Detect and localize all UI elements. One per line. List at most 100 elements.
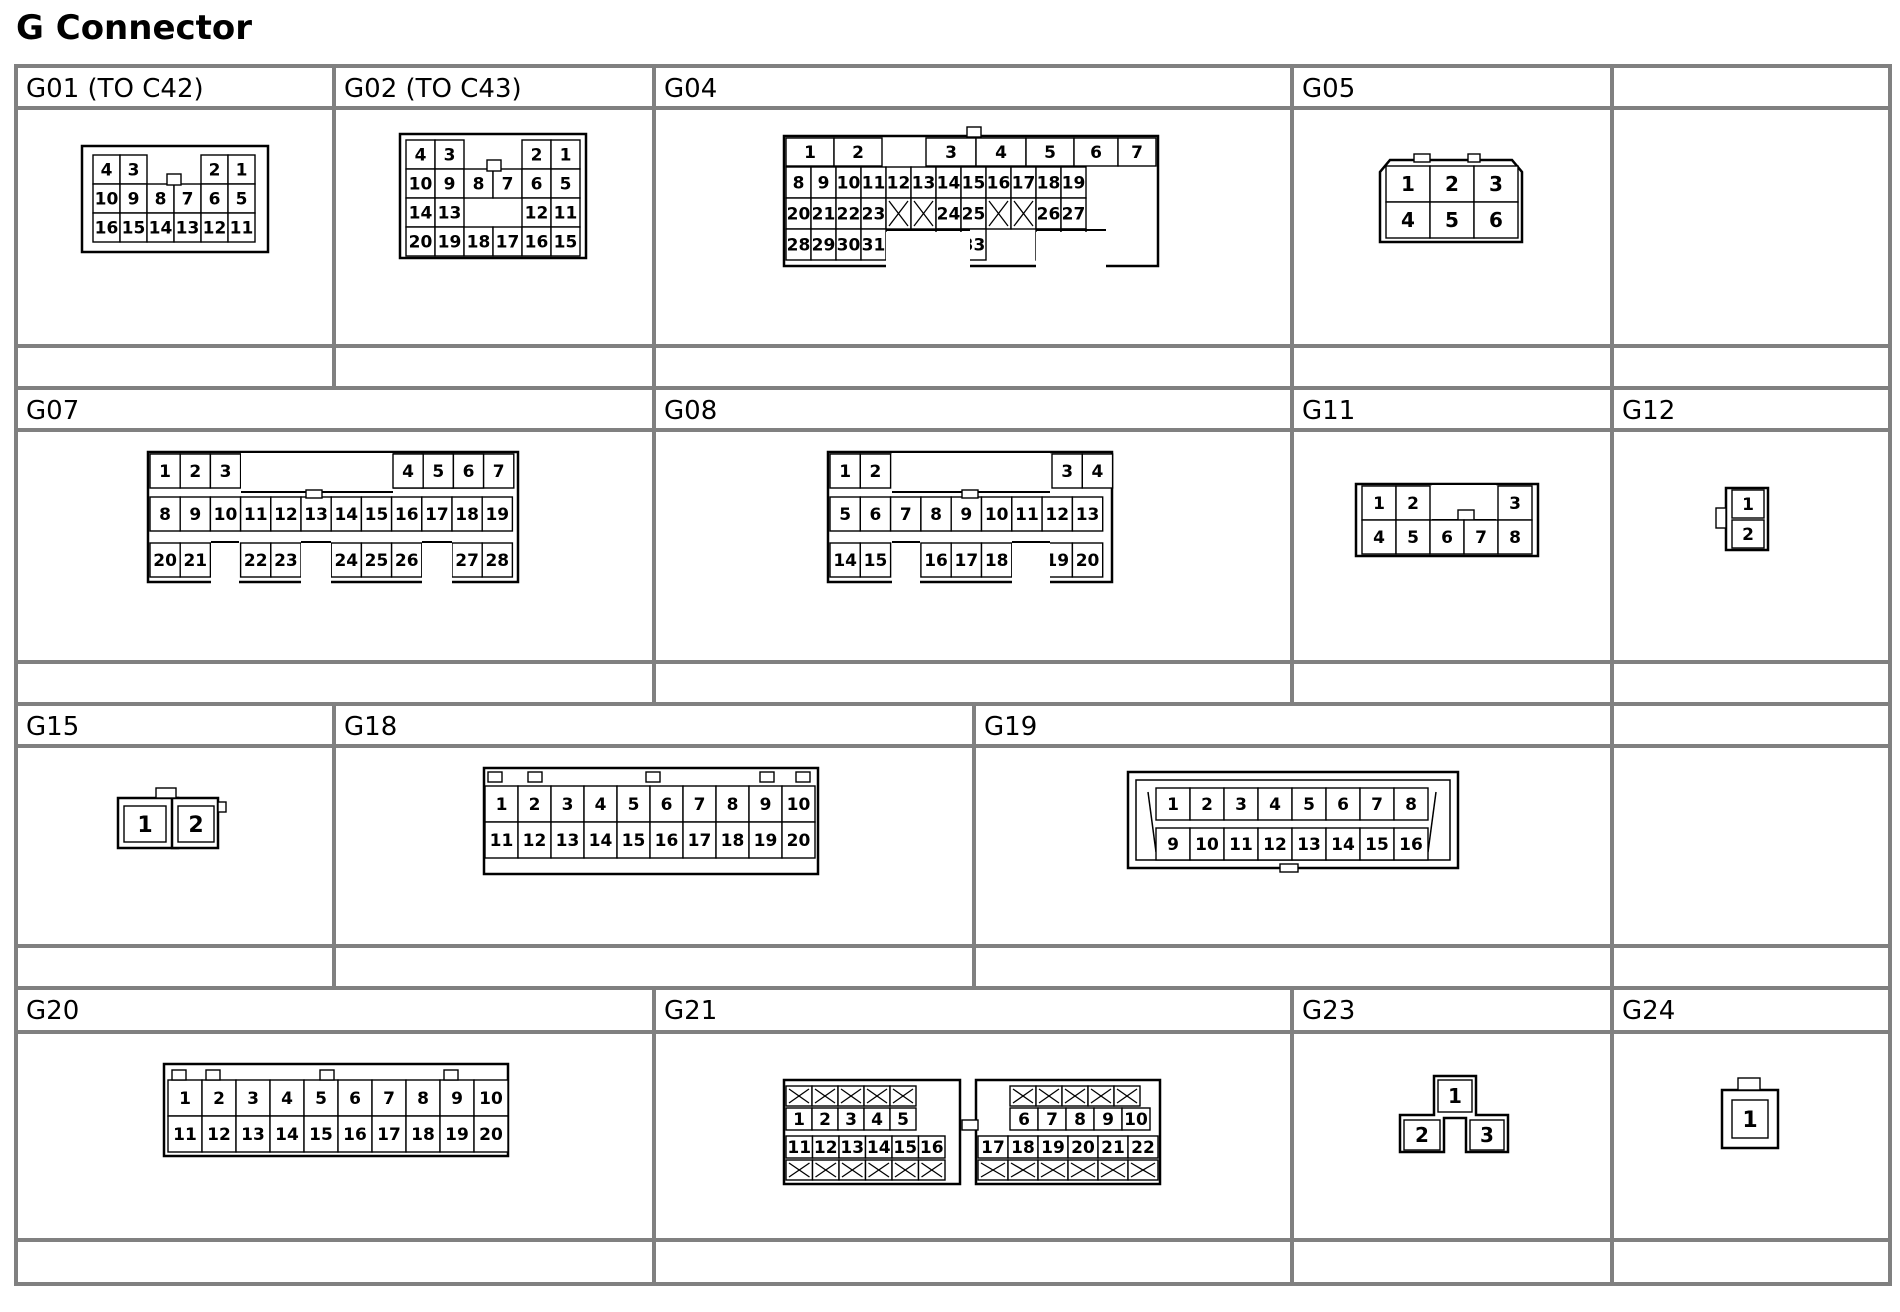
connector-label-g08: G08 xyxy=(664,396,717,426)
connector-label-g24: G24 xyxy=(1622,996,1675,1026)
pin-number: 8 xyxy=(1405,795,1417,815)
pin-cell xyxy=(434,226,465,257)
pin-number: 11 xyxy=(1015,505,1039,525)
pin-number: 17 xyxy=(377,1125,401,1145)
pin-number: 28 xyxy=(485,551,509,571)
pin-cell xyxy=(390,542,423,578)
pin-cell xyxy=(1291,827,1327,861)
pin-number: 9 xyxy=(1167,835,1179,855)
pin-cell xyxy=(1291,787,1327,821)
pin-number: 2 xyxy=(209,161,221,181)
connector-label-g23: G23 xyxy=(1302,996,1355,1026)
pin-cell xyxy=(239,496,272,532)
pin-cell xyxy=(1189,827,1225,861)
pin-number: 30 xyxy=(837,236,861,256)
pin-cell xyxy=(860,166,887,199)
pin-number: 6 xyxy=(463,462,475,482)
pin-number: 27 xyxy=(1062,205,1086,225)
connector-label-g07: G07 xyxy=(26,396,79,426)
pin-cell xyxy=(481,542,514,578)
pin-number: 17 xyxy=(496,233,520,253)
pin-cell xyxy=(149,496,181,532)
locking-tab xyxy=(166,173,182,186)
locking-tab xyxy=(487,771,503,783)
pin-number: 6 xyxy=(1090,143,1102,163)
connector-label-g11: G11 xyxy=(1302,396,1355,426)
pin-number: 5 xyxy=(432,462,444,482)
pin-number: 12 xyxy=(523,831,547,851)
pin-number: 20 xyxy=(787,831,811,851)
pin-cell xyxy=(550,226,581,257)
pin-cell xyxy=(235,1115,271,1153)
pin-number: 3 xyxy=(845,1110,857,1130)
pin-cell xyxy=(781,785,816,823)
pin-number: 4 xyxy=(871,1110,883,1130)
pin-number: 2 xyxy=(870,462,882,482)
pin-number: 28 xyxy=(787,236,811,256)
pin-number: 5 xyxy=(839,505,851,525)
pin-cell xyxy=(920,542,952,578)
pin-number: 6 xyxy=(531,175,543,195)
pin-cell xyxy=(330,496,363,532)
pin-cell xyxy=(1395,519,1431,555)
pin-number: 2 xyxy=(1201,795,1213,815)
pin-number: 18 xyxy=(721,831,745,851)
pin-cell xyxy=(1081,453,1114,489)
pin-cell xyxy=(1257,827,1293,861)
pin-number: 15 xyxy=(554,233,578,253)
pin-cell xyxy=(123,805,167,843)
pin-number: 2 xyxy=(531,146,543,166)
pin-cell xyxy=(1395,485,1431,521)
connector-label-g04: G04 xyxy=(664,74,717,104)
pin-cell xyxy=(405,1115,441,1153)
pin-cell xyxy=(1497,519,1533,555)
pin-number: 9 xyxy=(451,1089,463,1109)
pin-number: 6 xyxy=(209,190,221,210)
pin-cell xyxy=(517,821,552,859)
pin-number: 12 xyxy=(887,174,911,194)
pin-cell xyxy=(583,785,618,823)
pin-cell xyxy=(473,1115,509,1153)
pin-cell xyxy=(209,453,242,489)
pin-cell xyxy=(146,212,175,243)
pin-number: 7 xyxy=(1046,1110,1058,1130)
pin-number: 17 xyxy=(688,831,712,851)
pin-number: 14 xyxy=(867,1138,891,1158)
pin-number: 18 xyxy=(455,505,479,525)
pin-cell xyxy=(173,212,202,243)
pin-cell xyxy=(1010,166,1037,199)
pin-cell xyxy=(960,166,987,199)
pin-number: 1 xyxy=(137,813,152,838)
pin-number: 17 xyxy=(955,551,979,571)
pin-cell xyxy=(715,785,750,823)
pin-number: 3 xyxy=(220,462,232,482)
pin-number: 18 xyxy=(467,233,491,253)
pin-number: 19 xyxy=(438,233,462,253)
pin-cell xyxy=(985,166,1012,199)
locking-tab xyxy=(205,1069,221,1081)
pin-cell xyxy=(1060,166,1087,199)
pin-number: 17 xyxy=(981,1138,1005,1158)
pin-cell xyxy=(269,1115,305,1153)
connector-label-g21: G21 xyxy=(664,996,717,1026)
pin-cell xyxy=(1325,787,1361,821)
pin-number: 16 xyxy=(655,831,679,851)
pin-number: 10 xyxy=(214,505,238,525)
pin-number: 2 xyxy=(1407,494,1419,514)
pin-number: 8 xyxy=(727,795,739,815)
pin-number: 26 xyxy=(395,551,419,571)
pin-cell xyxy=(1051,453,1083,489)
pin-cell xyxy=(270,496,302,532)
locking-tab xyxy=(1457,509,1475,521)
pin-number: 14 xyxy=(334,505,358,525)
pin-number: 8 xyxy=(417,1089,429,1109)
pin-cell xyxy=(405,168,436,199)
pin-number: 20 xyxy=(409,233,433,253)
